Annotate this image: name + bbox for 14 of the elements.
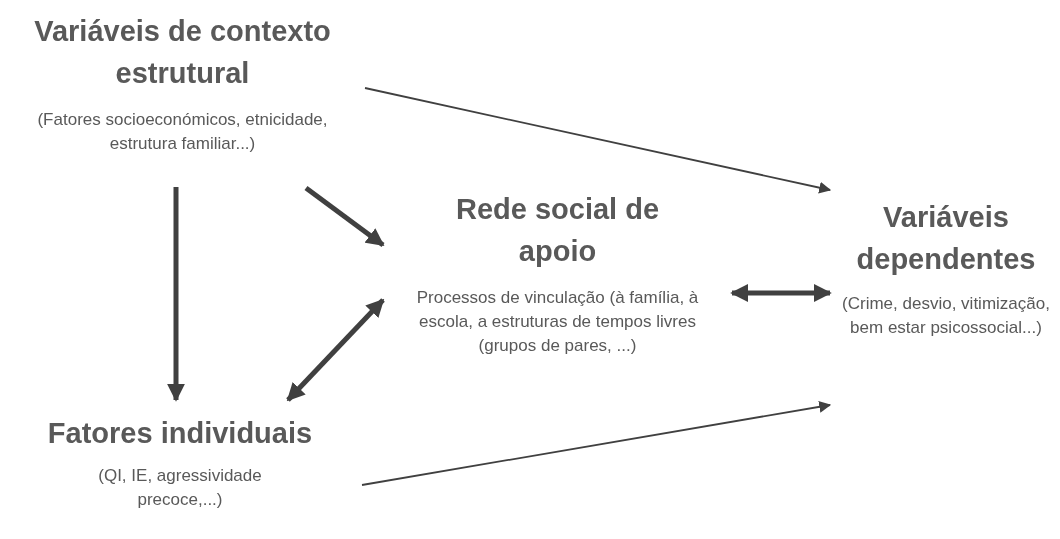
node-heading: Variáveis de contexto estrutural (33, 14, 332, 91)
arrow (304, 186, 385, 247)
node-heading: Fatores individuais (47, 416, 313, 451)
node-description: (QI, IE, agressividade precoce,...) (97, 465, 263, 511)
node-heading: Rede social de apoio (454, 192, 661, 269)
arrow (361, 400, 832, 486)
arrow (364, 87, 832, 194)
arrow (167, 187, 185, 402)
node-heading: Variáveis dependentes (855, 200, 1037, 277)
arrow (730, 284, 832, 302)
node-description: (Crime, desvio, vitimização, bem estar psicossocial...) (841, 293, 1051, 339)
arrow (286, 298, 385, 402)
node-description: Processos de vinculação (à família, à escola, a estruturas de tempos livres (grupos de pares, ...) (415, 287, 700, 357)
node-description: (Fatores socioeconómicos, etnicidade, estrutura familiar...) (36, 109, 329, 155)
